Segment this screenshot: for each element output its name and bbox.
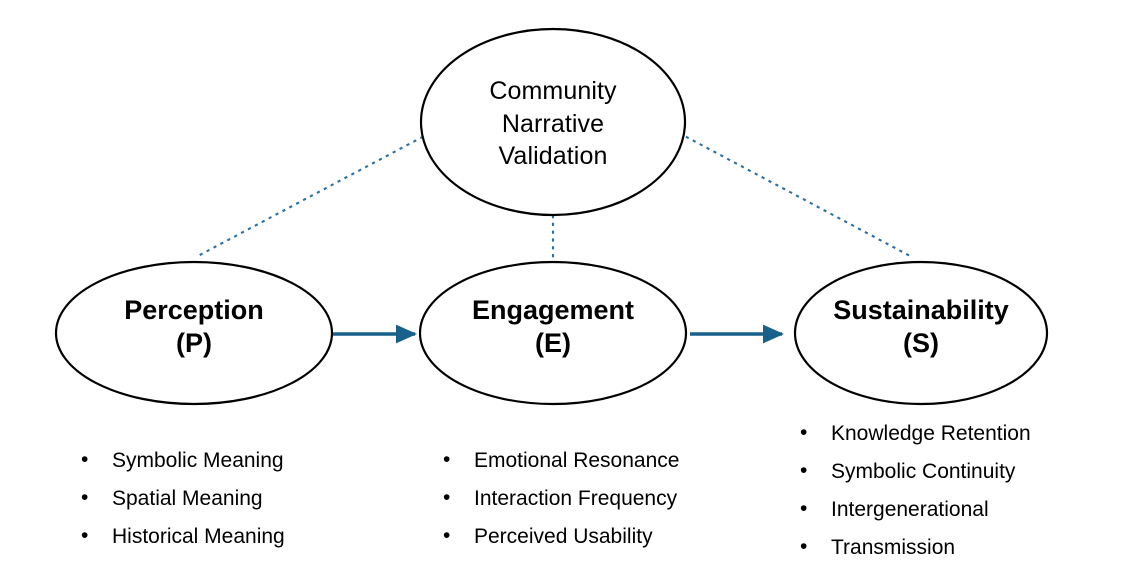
list-item: Interaction Frequency — [440, 487, 679, 509]
list-item: Historical Meaning — [78, 525, 285, 547]
list-item: Transmission — [797, 536, 1031, 558]
node-sustainability[interactable] — [793, 260, 1049, 406]
bullet-list-sustainability-indicators: Knowledge Retention Symbolic Continuity … — [797, 422, 1031, 566]
node-engagement[interactable] — [418, 260, 688, 406]
dotted-link-validation-to-perception — [195, 132, 431, 258]
bullet-list-engagement-indicators: Emotional Resonance Interaction Frequenc… — [440, 449, 679, 564]
node-perception[interactable] — [54, 260, 334, 406]
bullet-list-perception-indicators: Symbolic Meaning Spatial Meaning Histori… — [78, 449, 285, 564]
list-item: Symbolic Continuity — [797, 460, 1031, 482]
list-item: Spatial Meaning — [78, 487, 285, 509]
list-item: Emotional Resonance — [440, 449, 679, 471]
list-item: Knowledge Retention — [797, 422, 1031, 444]
list-item: Intergenerational — [797, 498, 1031, 520]
dotted-link-validation-to-sustainability — [678, 132, 913, 258]
list-item: Perceived Usability — [440, 525, 679, 547]
node-community-narrative-validation[interactable] — [419, 27, 687, 217]
list-item: Symbolic Meaning — [78, 449, 285, 471]
